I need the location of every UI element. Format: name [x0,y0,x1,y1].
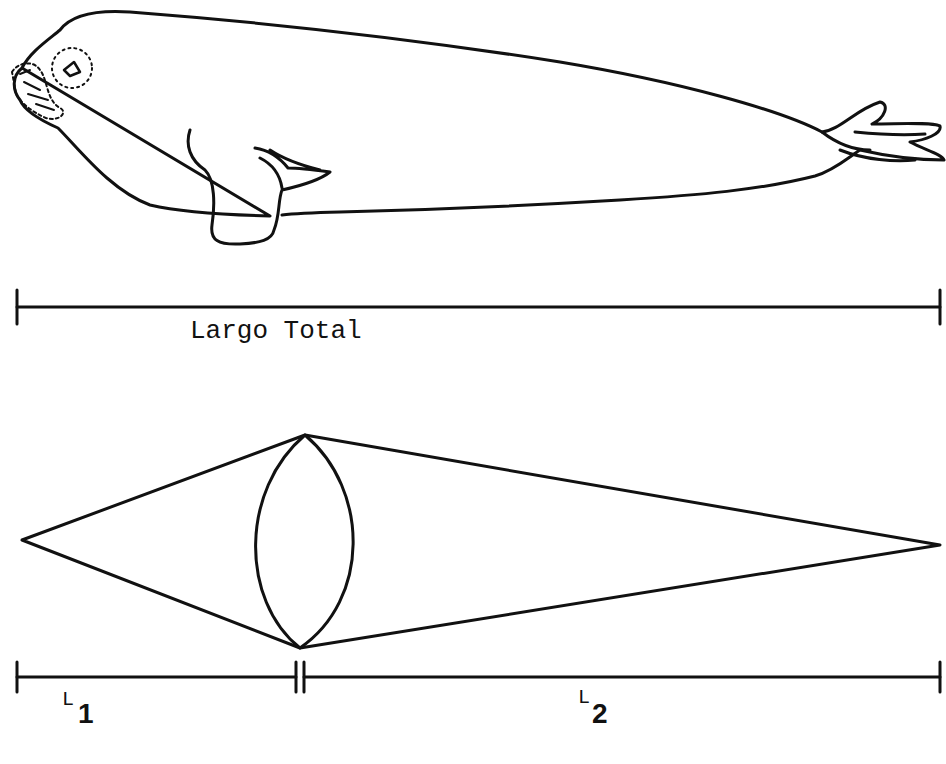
dimension-tick [939,290,942,324]
dimension-symbol: L [578,688,590,708]
subscript-number: 1 [78,700,94,728]
seal-flipper [188,130,330,244]
dimension-line [17,306,940,309]
seal-outline [14,12,944,216]
dimension-line [17,676,296,679]
dimension-tick [939,662,942,692]
ellipse-section [256,435,354,648]
dimension-line [304,676,940,679]
seal-eye-outline [52,48,92,88]
dimension-tick [16,662,19,692]
cone-model [22,435,940,648]
dimension-symbol: L [62,690,74,710]
subscript-number: 2 [592,700,608,728]
dimension-tick [295,662,298,692]
seal-tail [822,132,925,161]
dimension-tick [303,662,306,692]
seal-eye [64,62,80,76]
dimension-label: Largo Total [190,318,362,344]
seal-muzzle [12,63,63,119]
dimension-tick [16,290,19,324]
seal-whiskers [20,70,54,110]
